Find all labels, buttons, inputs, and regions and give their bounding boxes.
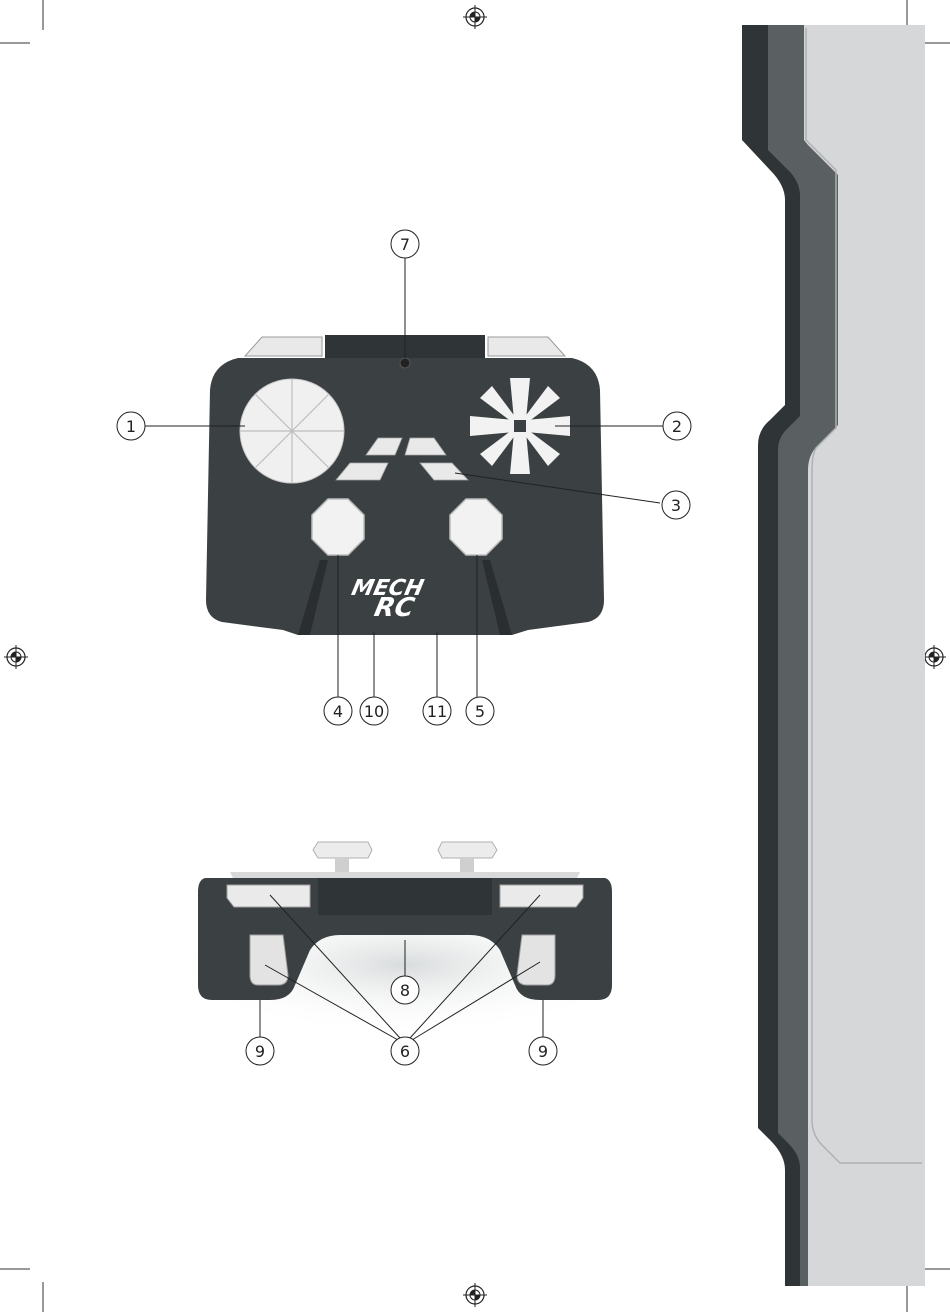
- svg-text:10: 10: [364, 702, 384, 721]
- registration-mark-icon: [463, 1283, 487, 1307]
- registration-mark-icon: [463, 5, 487, 29]
- svg-text:9: 9: [538, 1042, 548, 1061]
- left-shoulder-button: [245, 337, 322, 356]
- callout-2: 2: [663, 412, 691, 440]
- callout-3: 3: [662, 491, 690, 519]
- svg-text:8: 8: [400, 981, 410, 1000]
- svg-text:11: 11: [427, 702, 447, 721]
- callout-4: 4: [324, 697, 352, 725]
- left-joystick: [312, 499, 364, 555]
- svg-text:9: 9: [255, 1042, 265, 1061]
- svg-text:1: 1: [126, 417, 136, 436]
- callout-10: 10: [360, 697, 388, 725]
- registration-mark-icon: [4, 645, 28, 669]
- right-shoulder-button: [488, 337, 565, 356]
- svg-text:6: 6: [400, 1042, 410, 1061]
- sidebar-decoration: [742, 25, 925, 1286]
- right-joystick: [450, 499, 502, 555]
- callout-9-left: 9: [246, 1037, 274, 1065]
- power-led: [400, 358, 410, 368]
- svg-text:4: 4: [333, 702, 343, 721]
- callout-5: 5: [466, 697, 494, 725]
- svg-text:2: 2: [672, 417, 682, 436]
- svg-text:5: 5: [475, 702, 485, 721]
- svg-text:3: 3: [671, 496, 681, 515]
- svg-text:7: 7: [400, 235, 410, 254]
- left-direction-pad: [240, 379, 344, 483]
- controller-top-view: MECH RC: [206, 335, 604, 635]
- callout-8: 8: [391, 976, 419, 1004]
- callout-7: 7: [391, 230, 419, 258]
- controller-side-view: [165, 842, 645, 1035]
- callout-6: 6: [391, 1037, 419, 1065]
- callout-1: 1: [117, 412, 145, 440]
- callout-9-right: 9: [529, 1037, 557, 1065]
- logo-line-2: RC: [372, 593, 418, 623]
- callout-11: 11: [423, 697, 451, 725]
- registration-mark-icon: [922, 645, 946, 669]
